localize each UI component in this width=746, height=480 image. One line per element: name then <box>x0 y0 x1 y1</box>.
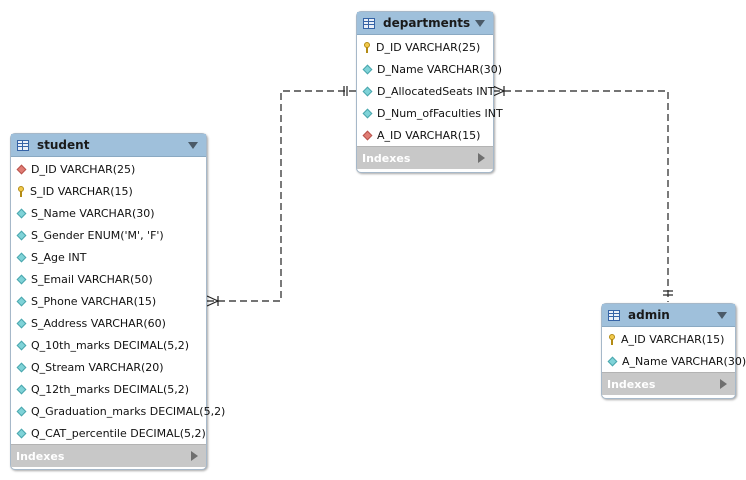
column-label: Q_10th_marks DECIMAL(5,2) <box>31 338 190 352</box>
column-label: Q_Graduation_marks DECIMAL(5,2) <box>31 404 226 418</box>
primary-key-icon <box>17 185 25 197</box>
column-label: Q_12th_marks DECIMAL(5,2) <box>31 382 190 396</box>
column-diamond-icon <box>16 252 27 262</box>
table-icon <box>363 17 375 29</box>
column-diamond-icon <box>16 384 27 394</box>
column-row[interactable]: D_Name VARCHAR(30) <box>357 58 502 80</box>
indexes-bar[interactable]: Indexes <box>357 146 493 169</box>
column-label: A_ID VARCHAR(15) <box>621 332 725 346</box>
column-label: D_ID VARCHAR(25) <box>376 40 481 54</box>
student-table[interactable]: student D_ID VARCHAR(25) S_ID VARCHAR(15… <box>10 133 225 470</box>
column-label: S_Gender ENUM('M', 'F') <box>31 228 164 242</box>
column-row[interactable]: D_AllocatedSeats INT <box>357 80 495 102</box>
many-marker-b <box>492 90 505 97</box>
column-row[interactable]: Q_10th_marks DECIMAL(5,2) <box>11 334 206 356</box>
column-row[interactable]: A_Name VARCHAR(30) <box>602 350 746 372</box>
column-diamond-icon <box>362 86 373 96</box>
column-row[interactable]: A_ID VARCHAR(15) <box>602 328 735 350</box>
column-diamond-icon <box>362 64 373 74</box>
column-row[interactable]: S_Address VARCHAR(60) <box>11 312 206 334</box>
column-row[interactable]: S_Phone VARCHAR(15) <box>11 290 206 312</box>
column-label: S_Age INT <box>31 250 87 264</box>
table-icon <box>17 139 29 151</box>
column-label: D_AllocatedSeats INT <box>377 84 495 98</box>
indexes-bar[interactable]: Indexes <box>602 372 735 395</box>
primary-key-icon <box>363 41 371 53</box>
column-label: S_Name VARCHAR(30) <box>31 206 155 220</box>
table-icon <box>608 309 620 321</box>
column-diamond-icon <box>16 208 27 218</box>
column-row[interactable]: S_Name VARCHAR(30) <box>11 202 206 224</box>
expand-arrow-icon[interactable] <box>720 379 727 389</box>
column-diamond-icon <box>16 318 27 328</box>
student-table-header[interactable]: student <box>11 134 206 157</box>
table-name: student <box>37 138 90 152</box>
indexes-label: Indexes <box>362 151 411 165</box>
column-diamond-icon <box>16 362 27 372</box>
column-diamond-icon <box>16 230 27 240</box>
column-label: D_ID VARCHAR(25) <box>31 162 136 176</box>
column-label: S_Phone VARCHAR(15) <box>31 294 157 308</box>
relationship-departments-student[interactable] <box>206 86 356 307</box>
indexes-label: Indexes <box>16 449 65 463</box>
column-diamond-icon <box>607 356 618 366</box>
admin-table-header[interactable]: admin <box>602 304 735 327</box>
column-row[interactable]: S_Email VARCHAR(50) <box>11 268 206 290</box>
table-name: departments <box>383 16 471 30</box>
column-label: S_Email VARCHAR(50) <box>31 272 153 286</box>
column-row[interactable]: D_ID VARCHAR(25) <box>11 158 206 180</box>
column-label: A_Name VARCHAR(30) <box>622 354 746 368</box>
collapse-arrow-icon[interactable] <box>717 312 727 319</box>
column-row[interactable]: S_Age INT <box>11 246 206 268</box>
many-marker-b <box>206 300 219 307</box>
column-diamond-icon <box>16 340 27 350</box>
collapse-arrow-icon[interactable] <box>475 20 485 27</box>
column-diamond-icon <box>16 406 27 416</box>
column-list: A_ID VARCHAR(15) A_Name VARCHAR(30) <box>602 327 746 372</box>
column-row[interactable]: Q_Stream VARCHAR(20) <box>11 356 206 378</box>
column-label: S_ID VARCHAR(15) <box>30 184 133 198</box>
indexes-bar[interactable]: Indexes <box>11 444 206 467</box>
many-marker-a <box>206 295 219 302</box>
column-diamond-icon <box>16 274 27 284</box>
column-row[interactable]: A_ID VARCHAR(15) <box>357 124 493 146</box>
column-row[interactable]: Q_Graduation_marks DECIMAL(5,2) <box>11 400 225 422</box>
collapse-arrow-icon[interactable] <box>188 142 198 149</box>
table-name: admin <box>628 308 670 322</box>
column-row[interactable]: D_Num_ofFaculties INT <box>357 102 503 124</box>
column-label: D_Num_ofFaculties INT <box>377 106 503 120</box>
admin-table[interactable]: admin A_ID VARCHAR(15) A_Name VARCHAR(30… <box>601 303 746 399</box>
column-row[interactable]: Q_12th_marks DECIMAL(5,2) <box>11 378 206 400</box>
expand-arrow-icon[interactable] <box>191 451 198 461</box>
foreign-key-icon <box>362 130 373 140</box>
column-row[interactable]: S_ID VARCHAR(15) <box>11 180 206 202</box>
column-row[interactable]: Q_CAT_percentile DECIMAL(5,2) <box>11 422 206 444</box>
column-diamond-icon <box>362 108 373 118</box>
column-row[interactable]: S_Gender ENUM('M', 'F') <box>11 224 206 246</box>
column-list: D_ID VARCHAR(25) D_Name VARCHAR(30) D_Al… <box>357 35 503 146</box>
column-label: D_Name VARCHAR(30) <box>377 62 503 76</box>
column-label: S_Address VARCHAR(60) <box>31 316 166 330</box>
column-list: D_ID VARCHAR(25) S_ID VARCHAR(15) S_Name… <box>11 157 225 444</box>
column-label: Q_Stream VARCHAR(20) <box>31 360 164 374</box>
column-label: A_ID VARCHAR(15) <box>377 128 481 142</box>
expand-arrow-icon[interactable] <box>478 153 485 163</box>
indexes-label: Indexes <box>607 377 656 391</box>
primary-key-icon <box>608 333 616 345</box>
foreign-key-icon <box>16 164 27 174</box>
column-diamond-icon <box>16 296 27 306</box>
column-label: Q_CAT_percentile DECIMAL(5,2) <box>31 426 206 440</box>
departments-table-header[interactable]: departments <box>357 12 493 35</box>
column-row[interactable]: D_ID VARCHAR(25) <box>357 36 493 58</box>
column-diamond-icon <box>16 428 27 438</box>
many-marker-a <box>492 85 505 92</box>
departments-table[interactable]: departments D_ID VARCHAR(25) D_Name VARC… <box>356 11 503 173</box>
relationship-admin-departments[interactable] <box>492 85 673 302</box>
